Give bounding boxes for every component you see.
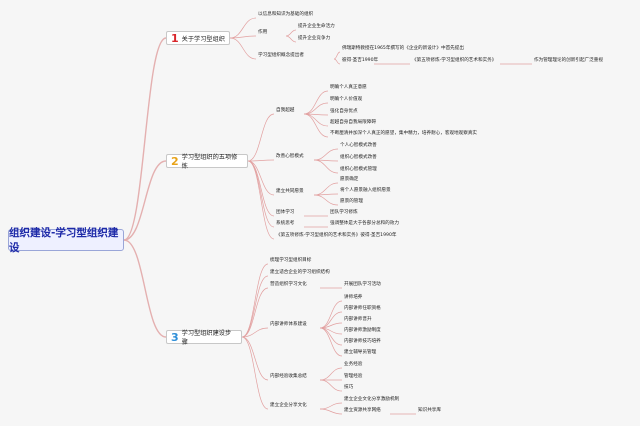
node-personal-mastery[interactable]: 自我超越 bbox=[276, 108, 295, 113]
link-s2-3 bbox=[247, 160, 275, 217]
link-s3-ex-2 bbox=[319, 379, 343, 392]
node-deepen[interactable]: 不断厘清并加深个人真正的愿望，集中精力，培养耐心，客观地观察真实 bbox=[330, 131, 478, 136]
link-s2-1 bbox=[247, 159, 275, 162]
node-proposer[interactable]: 学习型组织概念提出者 bbox=[258, 53, 304, 58]
node-sharing-incentive[interactable]: 建立企业文化分享激励机制 bbox=[344, 397, 400, 402]
section-number-2: 2 bbox=[171, 154, 179, 168]
node-org-structure[interactable]: 建立适合企业的学习组织结构 bbox=[270, 270, 330, 275]
node-trainer-skills[interactable]: 内部讲师技巧培养 bbox=[344, 339, 381, 344]
section-label-2: 学习型组织的五项修炼 bbox=[181, 154, 238, 170]
link-s3-ex-0 bbox=[319, 367, 343, 381]
link-s2-mm-2 bbox=[313, 159, 339, 174]
link-s2-mm-0 bbox=[313, 148, 339, 161]
node-mm-org[interactable]: 组织心智模式改善 bbox=[340, 155, 377, 160]
node-sharing-culture[interactable]: 建立企业分享文化 bbox=[270, 403, 307, 408]
node-mental-models[interactable]: 改善心智模式 bbox=[276, 154, 304, 159]
node-forrester[interactable]: 佛瑞斯特教授在1965年撰写的《企业的新设计》中首先提出 bbox=[342, 46, 464, 51]
node-tutor-manage[interactable]: 建立辅导员管理 bbox=[344, 350, 377, 355]
link-s2-pm-4 bbox=[303, 113, 329, 138]
node-fifth-discipline-book[interactable]: 《第五项修炼-学习型组织的艺术和实务》 bbox=[412, 58, 497, 63]
node-resource-network[interactable]: 建立资源共享网络 bbox=[344, 408, 381, 413]
node-mm-personal[interactable]: 个人心智模式改善 bbox=[340, 143, 377, 148]
node-clarify-will[interactable]: 明确个人真正意愿 bbox=[330, 85, 367, 90]
link-s2-sv-2 bbox=[313, 194, 339, 206]
link-s2-pm-3 bbox=[303, 113, 329, 127]
node-strengthen[interactable]: 强化自身优点 bbox=[330, 109, 358, 114]
section-node-build-steps[interactable]: 3 学习型组织建设步骤 bbox=[166, 330, 242, 346]
link-s3-sh-0 bbox=[319, 402, 343, 410]
node-vitality[interactable]: 提升企业生命活力 bbox=[298, 24, 335, 29]
section-number-3: 3 bbox=[171, 330, 179, 344]
node-sort-goals[interactable]: 梳理学习型组织目标 bbox=[270, 258, 312, 263]
node-trainer-qualify[interactable]: 内部讲师任职资格 bbox=[344, 306, 381, 311]
node-systems-thinking[interactable]: 系统思考 bbox=[276, 221, 295, 226]
section-number-1: 1 bbox=[171, 31, 179, 45]
link-s3-0 bbox=[241, 263, 269, 338]
node-experience-collect[interactable]: 内部经验收集总结 bbox=[270, 374, 307, 379]
node-knowledge-base[interactable]: 知识共享库 bbox=[418, 408, 441, 413]
link-s3-2 bbox=[241, 287, 269, 338]
section-label-1: 关于学习型组织 bbox=[181, 35, 225, 43]
node-vision-manage[interactable]: 愿景的管理 bbox=[340, 199, 363, 204]
link-s2-pm-1 bbox=[303, 102, 329, 115]
link-s3-tr-5 bbox=[319, 327, 343, 357]
node-vision-define[interactable]: 愿景确定 bbox=[340, 177, 359, 182]
section-node-about[interactable]: 1 关于学习型组织 bbox=[166, 31, 230, 45]
link-s1-p-a bbox=[333, 51, 341, 60]
link-s3-sh-1 bbox=[319, 408, 343, 415]
link-s2-0 bbox=[247, 113, 275, 162]
root-label: 组织建设-学习型组织建设 bbox=[9, 227, 119, 254]
link-s1-1 bbox=[229, 35, 257, 39]
node-learning-culture[interactable]: 营造组织学习文化 bbox=[270, 282, 307, 287]
link-root-s2 bbox=[123, 160, 167, 241]
link-s1-2 bbox=[229, 37, 257, 60]
node-fifth-discipline-ref[interactable]: 《第五项修炼-学习型组织的艺术和实务》彼得·圣吉1990年 bbox=[276, 233, 397, 238]
link-s3-tr-0 bbox=[319, 300, 343, 329]
node-team-learning[interactable]: 团体学习 bbox=[276, 210, 295, 215]
node-skills[interactable]: 技巧 bbox=[344, 385, 354, 390]
node-innovation[interactable]: 作为管理理论的创新引起广泛重视 bbox=[534, 58, 603, 63]
node-team-activities[interactable]: 开展团队学习活动 bbox=[344, 282, 381, 287]
link-s1-fn-b bbox=[285, 35, 297, 43]
section-label-3: 学习型组织建设步骤 bbox=[181, 330, 232, 346]
link-s3-5 bbox=[241, 336, 269, 410]
root-node[interactable]: 组织建设-学习型组织建设 bbox=[8, 227, 124, 254]
link-root-s3 bbox=[123, 239, 167, 338]
node-senge[interactable]: 彼得·圣吉1990年 bbox=[342, 58, 379, 63]
node-clarify-values[interactable]: 明确个人价值观 bbox=[330, 97, 363, 102]
section-node-five-disciplines[interactable]: 2 学习型组织的五项修炼 bbox=[166, 154, 248, 170]
node-transcend[interactable]: 超越自身自我局限障碍 bbox=[330, 120, 376, 125]
node-knowledge-based[interactable]: 以信息和知识为基础的组织 bbox=[258, 12, 314, 17]
node-business-exp[interactable]: 业务经验 bbox=[344, 362, 363, 367]
link-s1-fn-a bbox=[285, 29, 297, 37]
link-s2-sv-0 bbox=[313, 182, 339, 196]
link-s2-5 bbox=[247, 160, 275, 240]
node-trainer-promote[interactable]: 内部讲师晋升 bbox=[344, 317, 372, 322]
link-s1-0 bbox=[229, 17, 257, 39]
node-function[interactable]: 作用 bbox=[258, 30, 268, 35]
link-root-s1 bbox=[123, 37, 167, 241]
node-shared-vision[interactable]: 建立共同愿景 bbox=[276, 189, 304, 194]
link-s2-pm-0 bbox=[303, 90, 329, 115]
link-s3-1 bbox=[241, 275, 269, 338]
node-vision-merge[interactable]: 将个人愿景融入组织愿景 bbox=[340, 188, 391, 193]
node-trainer-system[interactable]: 内部讲师体系建设 bbox=[270, 322, 307, 327]
node-systems-whole[interactable]: 强调整体是大于各部分总和的效力 bbox=[330, 221, 399, 226]
node-team-discipline[interactable]: 团队学习修炼 bbox=[330, 210, 358, 215]
node-competitiveness[interactable]: 提升企业竞争力 bbox=[298, 36, 331, 41]
link-s1-p-b bbox=[333, 58, 341, 65]
node-management-exp[interactable]: 管理经验 bbox=[344, 374, 363, 379]
node-trainer-incentive[interactable]: 内部讲师激励制度 bbox=[344, 328, 381, 333]
link-s3-3 bbox=[241, 327, 269, 338]
node-trainer-cultivate[interactable]: 讲师培养 bbox=[344, 295, 363, 300]
node-mm-manage[interactable]: 组织心智模式管理 bbox=[340, 167, 377, 172]
